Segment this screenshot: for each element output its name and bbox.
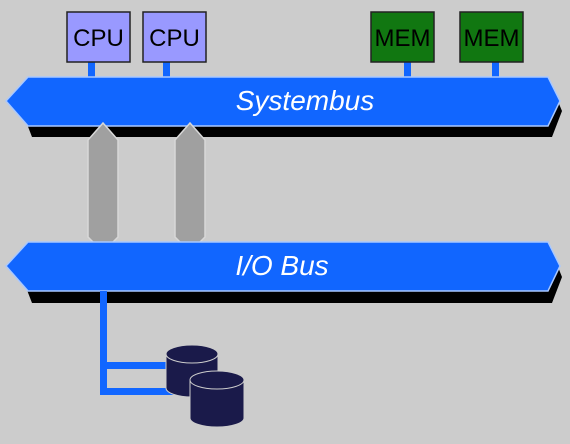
bridge-connector-2	[174, 121, 206, 254]
io-bus	[4, 241, 561, 292]
cpu-2-link	[163, 62, 170, 80]
mem-2-link	[492, 62, 499, 80]
mem-2-label: MEM	[464, 25, 520, 52]
cpu-1-link	[88, 62, 95, 80]
bridge-connector-1	[87, 121, 119, 254]
cpu-1-label: CPU	[73, 25, 124, 52]
disk-icon	[189, 370, 245, 428]
mem-1-link	[404, 62, 411, 80]
io-bus-label: I/O Bus	[235, 250, 328, 281]
mem-1-label: MEM	[375, 25, 431, 52]
systembus	[4, 76, 561, 127]
mem-2: MEM	[459, 11, 524, 63]
mem-1: MEM	[370, 11, 435, 63]
cpu-2: CPU	[142, 11, 207, 63]
disk-cable	[100, 291, 197, 395]
cpu-2-label: CPU	[149, 25, 200, 52]
cpu-1: CPU	[66, 11, 131, 63]
systembus-label: Systembus	[236, 85, 375, 116]
